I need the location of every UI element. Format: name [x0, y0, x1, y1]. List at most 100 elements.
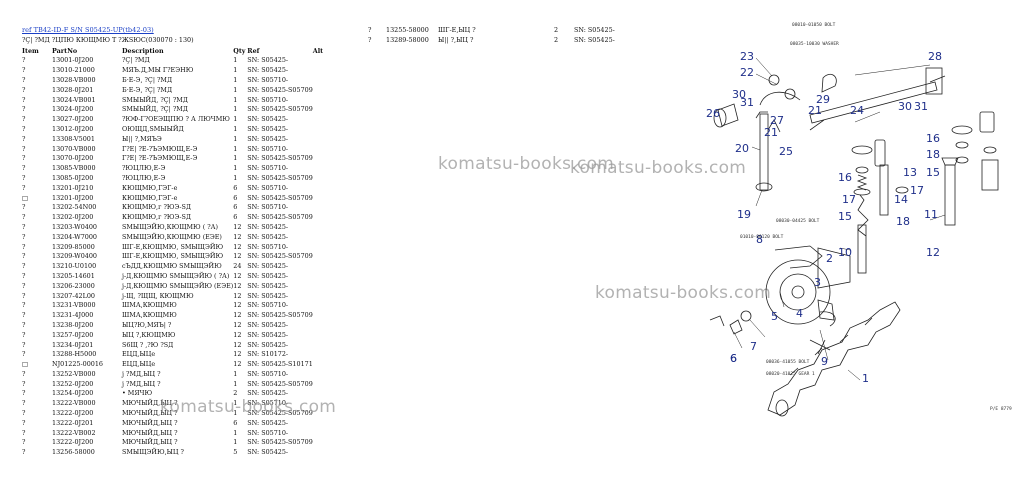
row-partno: 13201-0J200	[52, 193, 94, 202]
row-qty: 1	[233, 134, 238, 143]
row-ref: SN: S05425-	[247, 271, 289, 280]
diagram-part-label: 08020-41025 GEAR 1	[766, 371, 815, 377]
row-alt	[313, 448, 333, 458]
row-item: ?	[22, 262, 26, 271]
row-qty: 12	[233, 301, 242, 310]
row-alt	[313, 96, 333, 106]
row-partno: 13203-W0400	[52, 222, 97, 231]
row-description: Б·Е-Э, ?Ç| ?МД	[122, 85, 173, 94]
leader-lines	[733, 57, 946, 381]
callout-number: 12	[926, 246, 940, 259]
row-description: Г?Е| ?Е-?ЪЭМЮЩ,Е-Э	[122, 144, 198, 153]
row-partno: NJ01225-00016	[52, 360, 103, 369]
row-qty: 12	[233, 311, 242, 320]
row-partno: 13205-14601	[52, 271, 95, 280]
row-item: ?	[22, 75, 26, 84]
row-item: ?	[22, 164, 26, 173]
callout-number: 26	[706, 107, 720, 120]
row-qty: 6	[233, 418, 238, 427]
row-alt	[313, 321, 333, 331]
parts-table: Item PartNo Description Qty Ref Alt ?130…	[22, 47, 333, 458]
watermark: komatsu-books.com	[438, 154, 615, 174]
row-qty: 12	[233, 222, 242, 231]
row-alt	[313, 419, 333, 429]
row-description: S6Щ ? ,?Ю ?SД	[122, 340, 174, 349]
row-item: ?	[22, 95, 26, 104]
row-alt	[313, 105, 333, 115]
row-partno: 13085-VB000	[52, 164, 96, 173]
row-ref: SN: S05425-	[247, 134, 289, 143]
row-item: ?	[22, 173, 26, 182]
row-item: ?	[22, 428, 26, 437]
row-item: ?	[22, 222, 26, 231]
row-qty: 1	[233, 369, 238, 378]
row-item: ?	[22, 438, 26, 447]
row-item: ?	[22, 105, 26, 114]
row-qty: 1	[233, 124, 238, 133]
row-item: ?	[22, 330, 26, 339]
callout-number: 17	[910, 184, 924, 197]
row-qty: 1	[233, 438, 238, 447]
callout-number: 19	[737, 208, 751, 221]
row-qty: 1	[233, 66, 238, 75]
callout-number: 17	[842, 193, 856, 206]
row-partno: 13001-0J200	[52, 56, 94, 65]
row-qty: 1	[233, 409, 238, 418]
row-qty: 12	[233, 320, 242, 329]
callout-number: 21	[764, 126, 778, 139]
callout-number: 20	[735, 142, 749, 155]
row-ref: SN: S05710-	[247, 242, 289, 251]
diagram-part-label: 08010-01050 BOLT	[792, 22, 836, 28]
row-alt	[313, 360, 333, 370]
row-item: ?	[22, 213, 26, 222]
row-item: ?	[22, 203, 26, 212]
row-ref: SN: S05425-	[574, 35, 615, 44]
row-ref: SN: S05425-S05709	[247, 311, 313, 320]
row-ref: SN: S05425-S10171	[247, 360, 313, 369]
callout-number: 31	[740, 96, 754, 109]
row-ref: SN: S05710-	[247, 399, 289, 408]
callout-number: 7	[750, 340, 757, 353]
row-description: SМЫЩЭЙЮ,ЫЦ ?	[122, 448, 184, 457]
row-ref: SN: S05425-	[247, 124, 289, 133]
row-description: КЮЩМЮ,г ?ЮЭ-SД	[122, 213, 192, 222]
callout-number: 18	[926, 148, 940, 161]
row-alt	[313, 370, 333, 380]
callout-number: 10	[838, 246, 852, 259]
callout-number: 15	[926, 166, 940, 179]
diagram-part-label: 08030-04425 BOLT	[776, 218, 820, 224]
row-qty: 1	[233, 164, 238, 173]
row-alt	[313, 262, 333, 272]
row-partno: 13070-0J200	[52, 154, 94, 163]
row-ref: SN: S05425-	[247, 418, 289, 427]
row-qty: 1	[233, 95, 238, 104]
diagram-drawing	[709, 67, 999, 417]
breadcrumb-link[interactable]: ref TB42-ID-F S/N S05425-UP(tb42-03)	[22, 26, 154, 34]
row-alt	[313, 213, 333, 223]
row-qty: 12	[233, 281, 242, 290]
row-alt	[313, 174, 333, 184]
row-item: ?	[22, 242, 26, 251]
row-partno: 13222-0J201	[52, 418, 94, 427]
row-ref: SN: S05710-	[247, 95, 289, 104]
col-partno: PartNo	[52, 46, 78, 55]
row-description: SМЫЩЭЙЮ,КЮЩМЮ (ЕЭЕ)	[122, 232, 222, 241]
row-ref: SN: S05425-S05709	[247, 213, 313, 222]
row-description: МЯЪ.Д,МЫ Г?ЕЭНЮ	[122, 66, 194, 75]
row-item: ?	[22, 409, 26, 418]
row-ref: SN: S05425-	[247, 66, 289, 75]
row-alt	[313, 350, 333, 360]
row-alt	[313, 311, 333, 321]
row-item: ?	[22, 448, 26, 457]
